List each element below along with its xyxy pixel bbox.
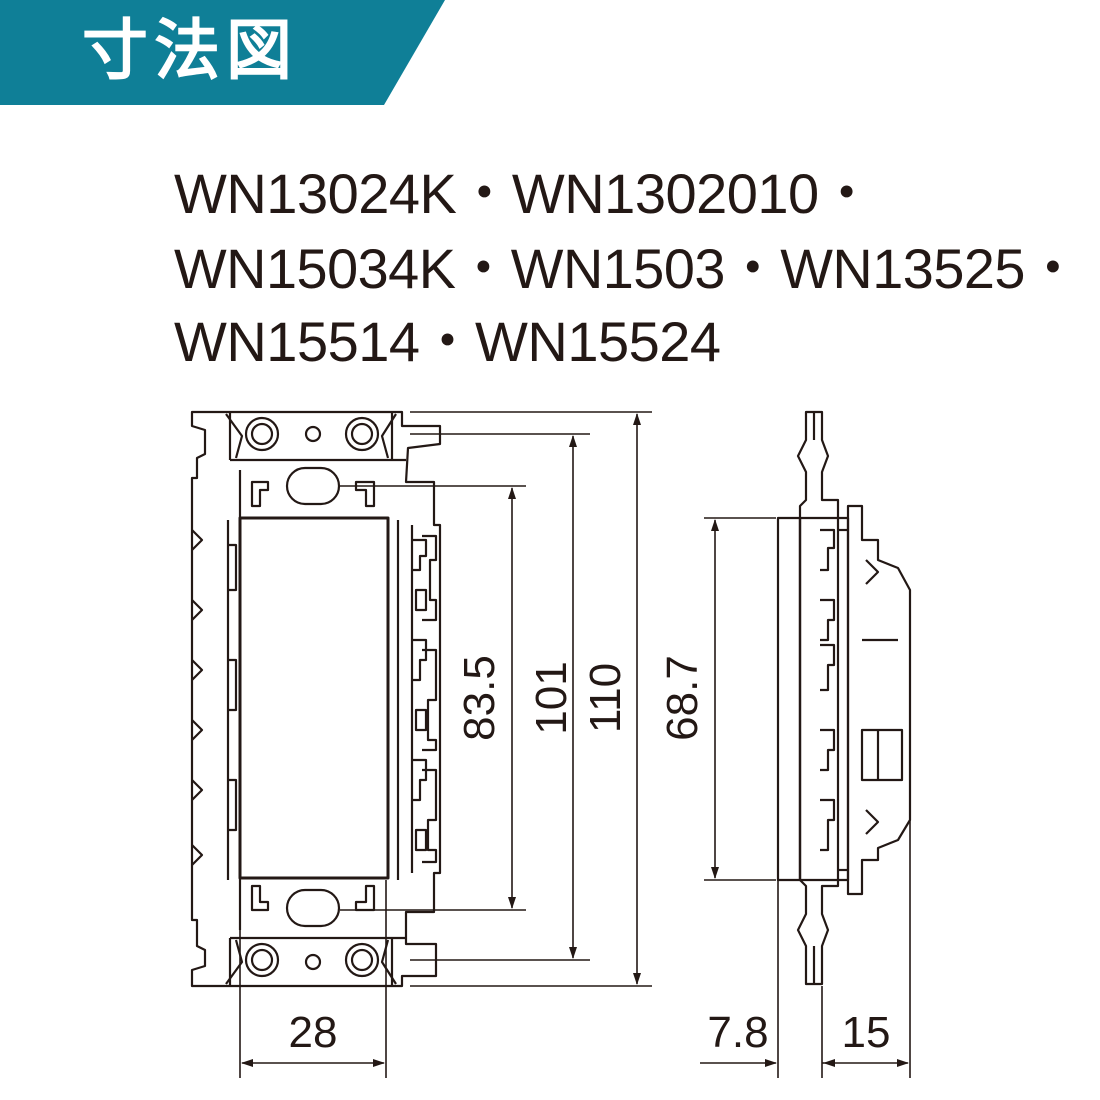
right-terminal <box>412 638 428 682</box>
side-view <box>776 410 912 986</box>
screw-hole-inner <box>350 948 374 972</box>
right-clip <box>414 588 428 612</box>
left-notch <box>191 779 204 801</box>
switch-handle <box>238 516 390 880</box>
dim-label-101: 101 <box>527 661 576 734</box>
screw-hole <box>244 416 280 452</box>
center-hole <box>304 425 322 443</box>
dim-label-15: 15 <box>842 1008 891 1057</box>
side-body <box>798 516 850 882</box>
side-body-back <box>846 504 912 896</box>
side-hook <box>865 559 880 585</box>
dimension-lines <box>239 411 911 1078</box>
bottom-wedge <box>225 939 244 985</box>
dim-label-7-8: 7.8 <box>707 1008 768 1057</box>
left-tab <box>228 543 238 592</box>
dim-label-110: 110 <box>581 663 630 733</box>
banner-shape <box>0 0 445 105</box>
bottom-wedge <box>380 939 397 985</box>
bottom-slot <box>285 888 341 928</box>
screw-hole-inner <box>350 422 374 446</box>
center-hole <box>304 953 322 971</box>
side-block <box>860 728 904 782</box>
side-terminal <box>820 598 836 642</box>
left-tab <box>228 778 238 832</box>
side-handle <box>776 516 802 882</box>
right-clip <box>414 828 428 852</box>
right-terminal <box>412 538 428 572</box>
top-bracket <box>354 480 376 508</box>
top-wedge <box>380 413 397 459</box>
front-view <box>190 410 442 988</box>
dim-label-28: 28 <box>289 1008 338 1057</box>
left-notch <box>191 529 204 551</box>
side-terminal <box>820 798 836 852</box>
top-slot <box>285 466 341 506</box>
screw-hole <box>344 942 380 978</box>
banner-title: 寸法図 <box>82 12 298 89</box>
left-notch <box>191 719 204 741</box>
side-mount-plate <box>796 410 840 986</box>
side-terminal <box>820 643 836 692</box>
dim-label-83-5: 83.5 <box>455 655 504 741</box>
left-notch <box>191 599 204 621</box>
top-bracket <box>250 480 270 508</box>
left-tab <box>228 658 238 712</box>
right-terminal <box>412 758 428 802</box>
side-terminal <box>820 528 836 572</box>
screw-hole-inner <box>250 948 274 972</box>
left-notch <box>191 844 204 866</box>
right-clip <box>414 708 428 732</box>
screw-hole <box>244 942 280 978</box>
dim-label-68-7: 68.7 <box>658 655 707 741</box>
model-line-2: WN15034K・WN1503・WN13525・ <box>174 237 1081 300</box>
top-wedge <box>225 413 244 459</box>
screw-hole-inner <box>250 422 274 446</box>
bottom-bracket <box>354 884 376 912</box>
frame-outline <box>190 410 442 988</box>
left-notch <box>191 659 204 681</box>
right-terminal <box>422 534 438 622</box>
right-terminal <box>422 768 438 864</box>
model-line-1: WN13024K・WN1302010・ <box>174 162 875 225</box>
side-hook <box>865 809 880 835</box>
side-terminal <box>820 728 836 772</box>
right-terminal <box>422 648 438 752</box>
banner <box>0 0 445 105</box>
screw-hole <box>344 416 380 452</box>
bottom-bracket <box>250 884 270 912</box>
model-line-3: WN15514・WN15524 <box>174 310 721 373</box>
